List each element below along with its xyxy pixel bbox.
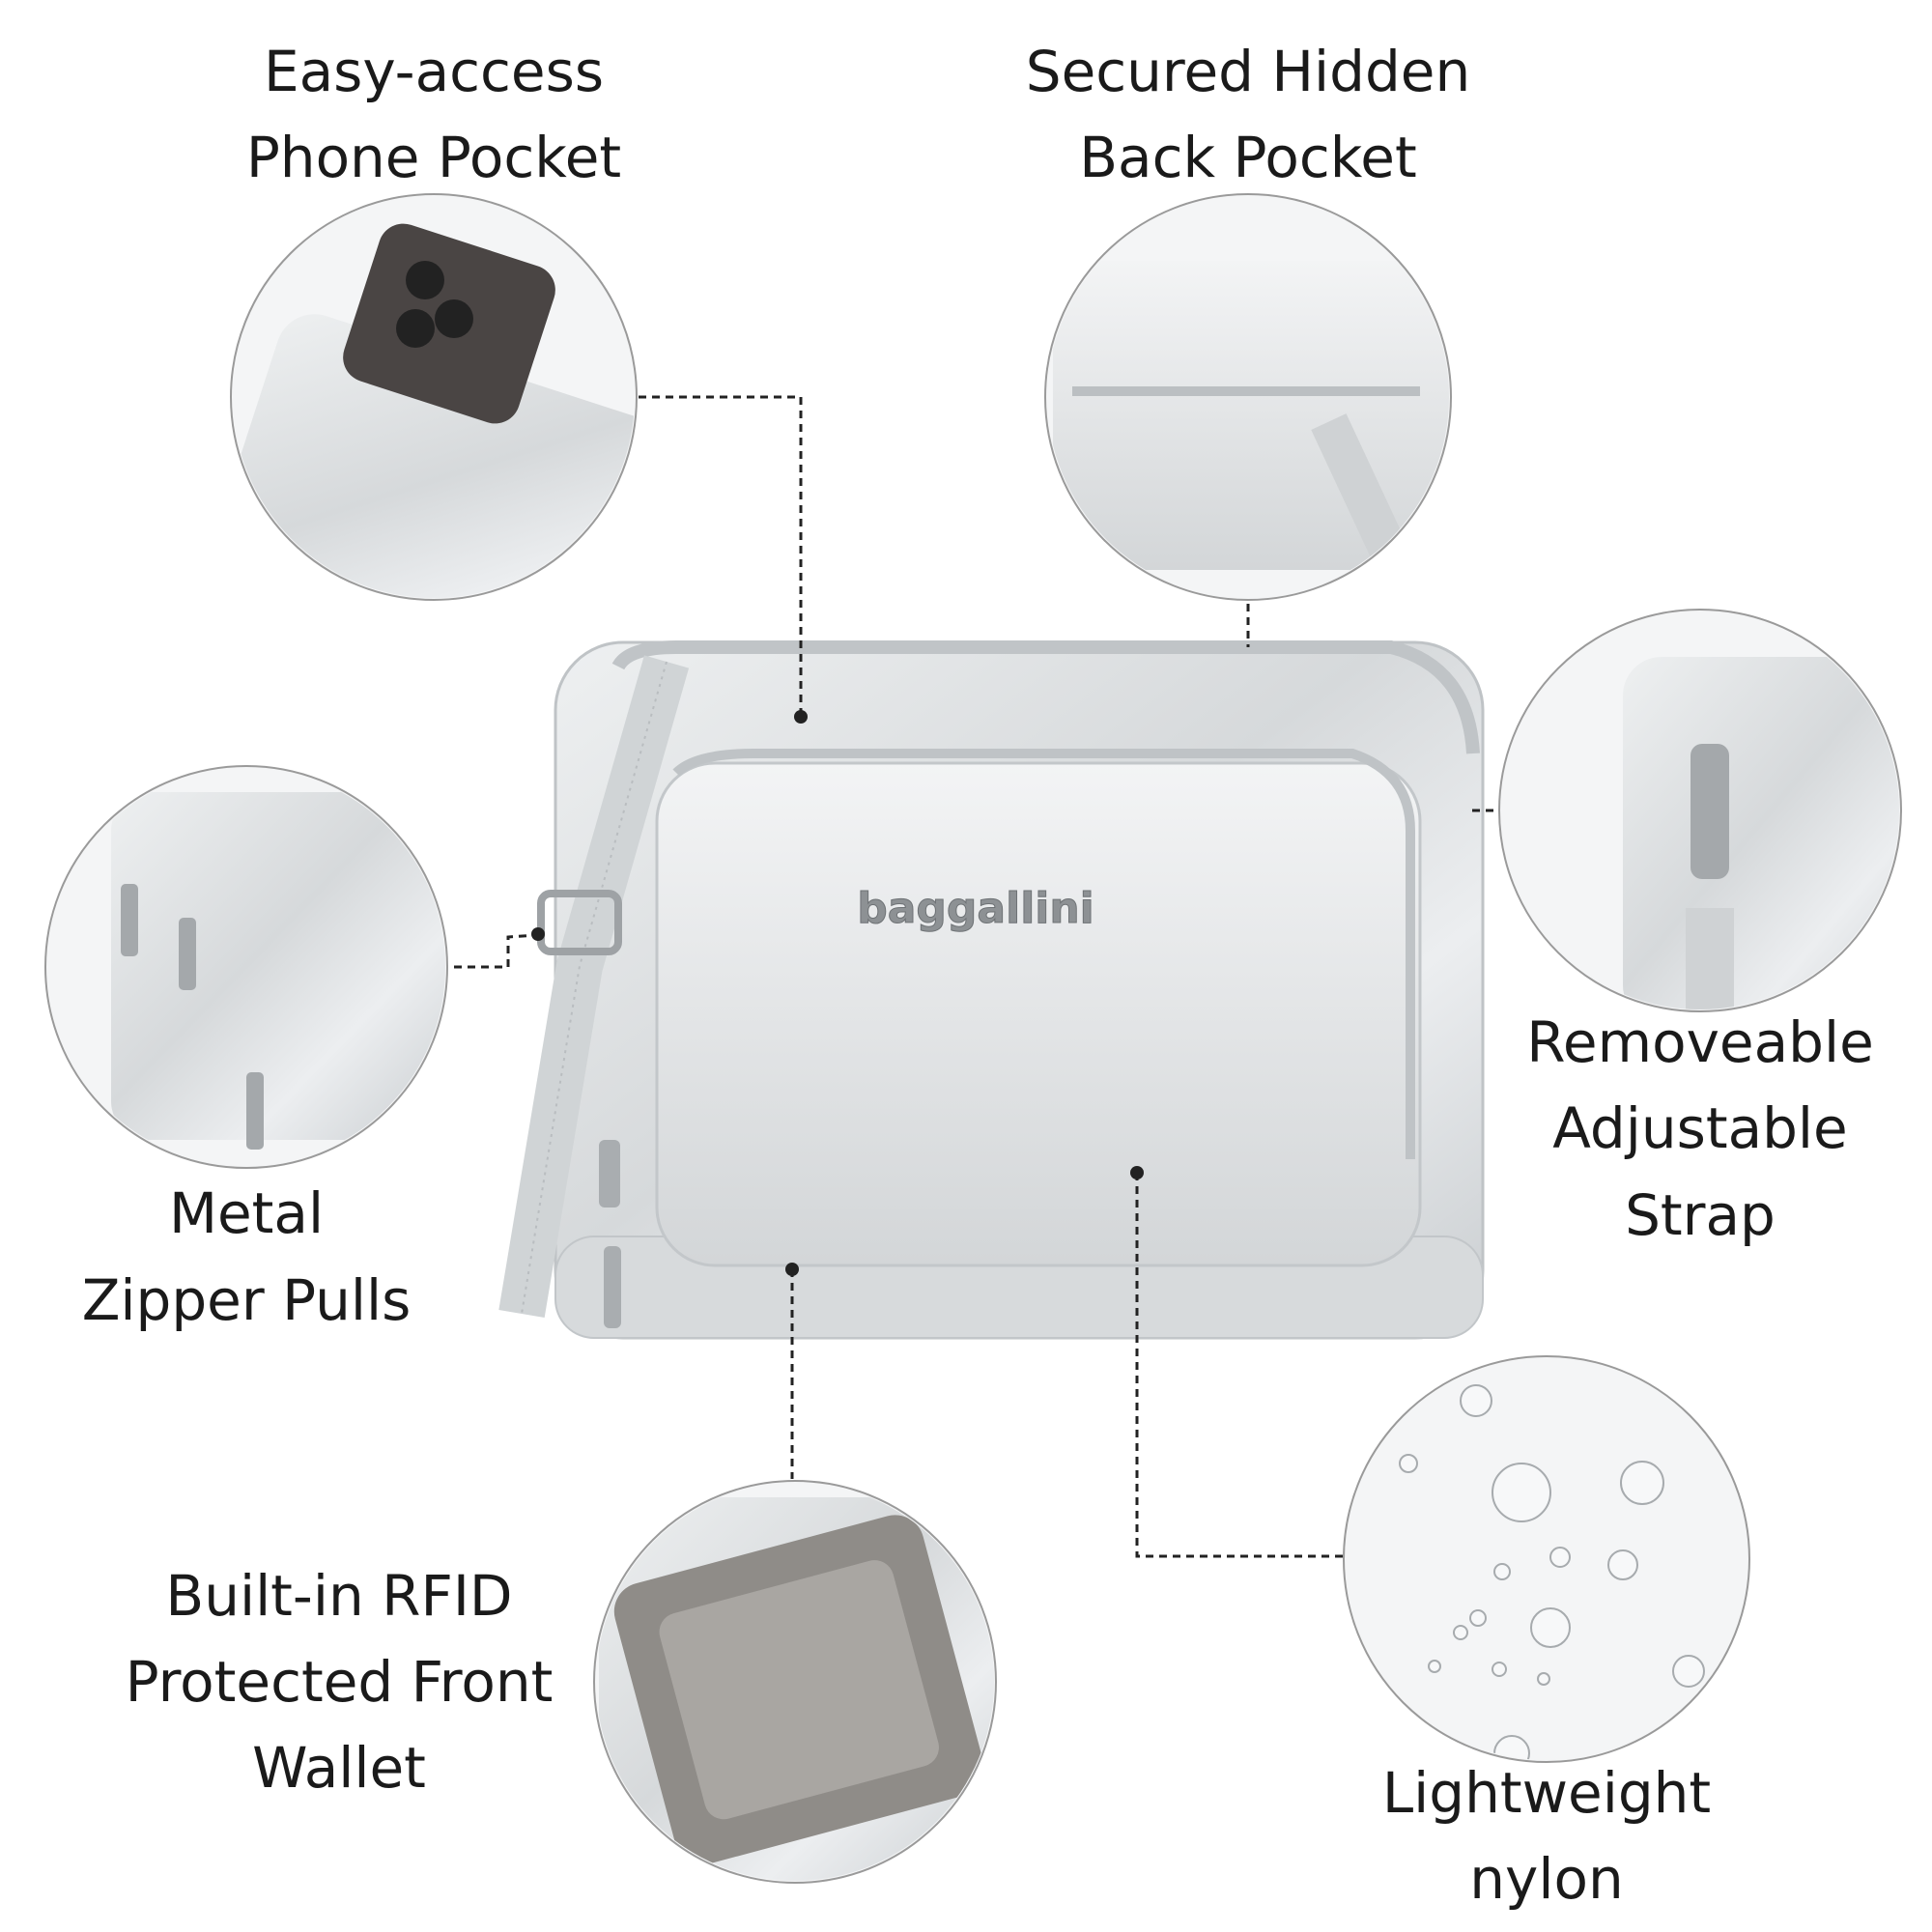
feature-label-nylon-line2: nylon	[1469, 1846, 1623, 1912]
feature-label-strap-line2: Adjustable	[1552, 1095, 1847, 1161]
feature-label-phone-pocket-line1: Easy-access	[264, 39, 604, 104]
detail-circle-strap	[1498, 609, 1902, 1012]
zipper-pull	[604, 1246, 621, 1328]
feature-label-zipper-line2: Zipper Pulls	[82, 1267, 412, 1333]
feature-label-strap-line1: Removeable	[1526, 1009, 1874, 1075]
feature-label-zipper-line1: Metal	[169, 1180, 324, 1246]
detail-circle-zipper-pulls	[44, 765, 448, 1169]
detail-circle-phone-pocket	[230, 193, 638, 601]
main-bag-image: baggallini	[498, 640, 1485, 1340]
strap	[498, 655, 690, 1318]
feature-label-rfid-line1: Built-in RFID	[165, 1563, 512, 1629]
feature-label-back-pocket-line1: Secured Hidden	[1026, 39, 1470, 104]
feature-label-nylon-line1: Lightweight	[1382, 1760, 1711, 1826]
detail-circle-nylon	[1343, 1355, 1750, 1763]
leader-lines	[454, 395, 1499, 1558]
brand-logo: baggallini	[857, 884, 1094, 933]
feature-label-rfid-line3: Wallet	[252, 1735, 426, 1801]
detail-circle-rfid-wallet	[593, 1480, 997, 1884]
feature-label-phone-pocket-line2: Phone Pocket	[246, 125, 621, 190]
feature-label-back-pocket-line2: Back Pocket	[1079, 125, 1416, 190]
detail-circle-back-pocket	[1044, 193, 1452, 601]
water-droplets	[1399, 1384, 1705, 1760]
feature-label-rfid-line2: Protected Front	[126, 1649, 554, 1715]
feature-label-strap-line3: Strap	[1625, 1182, 1776, 1248]
zipper-pull	[599, 1140, 620, 1208]
